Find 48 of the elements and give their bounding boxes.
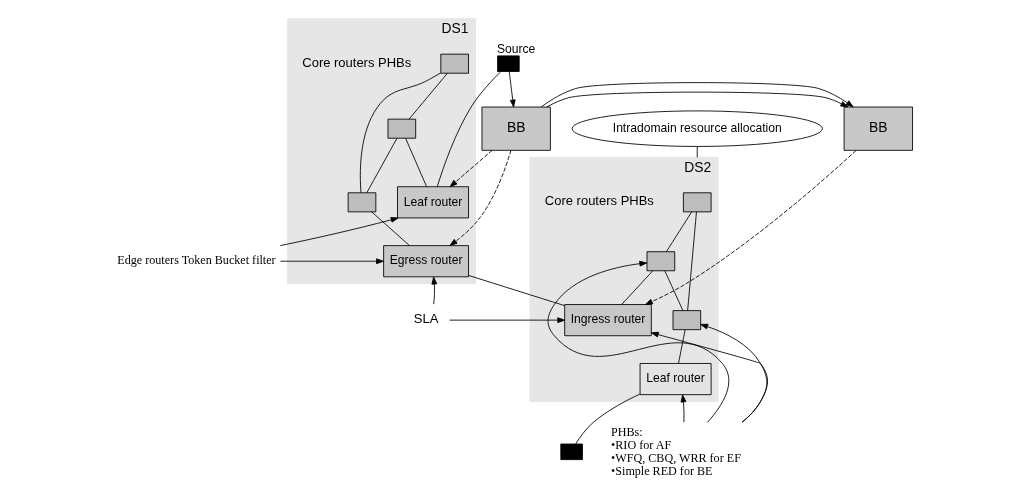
arrow <box>547 260 730 423</box>
connector <box>405 137 427 187</box>
arrow <box>508 71 516 108</box>
label: Core routers PHBs <box>302 54 412 70</box>
node-box: BB <box>843 106 913 151</box>
connector <box>359 72 442 194</box>
arrow <box>546 91 849 108</box>
arrow <box>449 149 512 246</box>
connector <box>468 275 566 307</box>
connector <box>371 211 410 246</box>
arrow <box>431 276 438 305</box>
arrow <box>540 82 854 108</box>
connector <box>408 72 448 120</box>
node-box <box>387 118 417 139</box>
node-box <box>560 443 583 461</box>
node-ellipse: Intradomain resource allocation <box>571 110 823 147</box>
node-text: Edge routers Token Bucket filter <box>117 253 276 268</box>
node-box <box>497 55 520 72</box>
arrow <box>650 331 768 423</box>
node-box: Leaf router <box>639 363 712 396</box>
arrow <box>680 394 687 423</box>
connector <box>621 270 654 305</box>
connector <box>666 211 693 253</box>
connector <box>366 137 398 194</box>
node-text: PHBs: •RIO for AF •WFQ, CBQ, WRR for EF •Simple RED for BE <box>611 424 741 478</box>
connector <box>575 393 641 445</box>
connector <box>436 71 502 188</box>
connector <box>678 329 686 364</box>
arrow <box>449 317 566 323</box>
node-text: SLA <box>413 311 439 327</box>
arrow <box>449 149 493 188</box>
node-box <box>682 192 712 213</box>
connector <box>696 146 698 158</box>
label: Core routers PHBs <box>544 193 654 209</box>
arrow <box>280 258 384 265</box>
node-box <box>646 251 676 272</box>
node-box <box>672 310 702 331</box>
node-box: Leaf router <box>397 186 469 219</box>
connector <box>687 211 697 311</box>
node-box: BB <box>481 106 551 151</box>
connector <box>664 270 684 311</box>
node-box: Egress router <box>383 245 469 278</box>
node-box <box>347 192 377 213</box>
node-box: Ingress router <box>564 304 652 337</box>
node-label: Source <box>496 41 536 56</box>
arrow <box>279 217 399 247</box>
arrow <box>645 150 857 305</box>
node-box <box>440 53 469 74</box>
